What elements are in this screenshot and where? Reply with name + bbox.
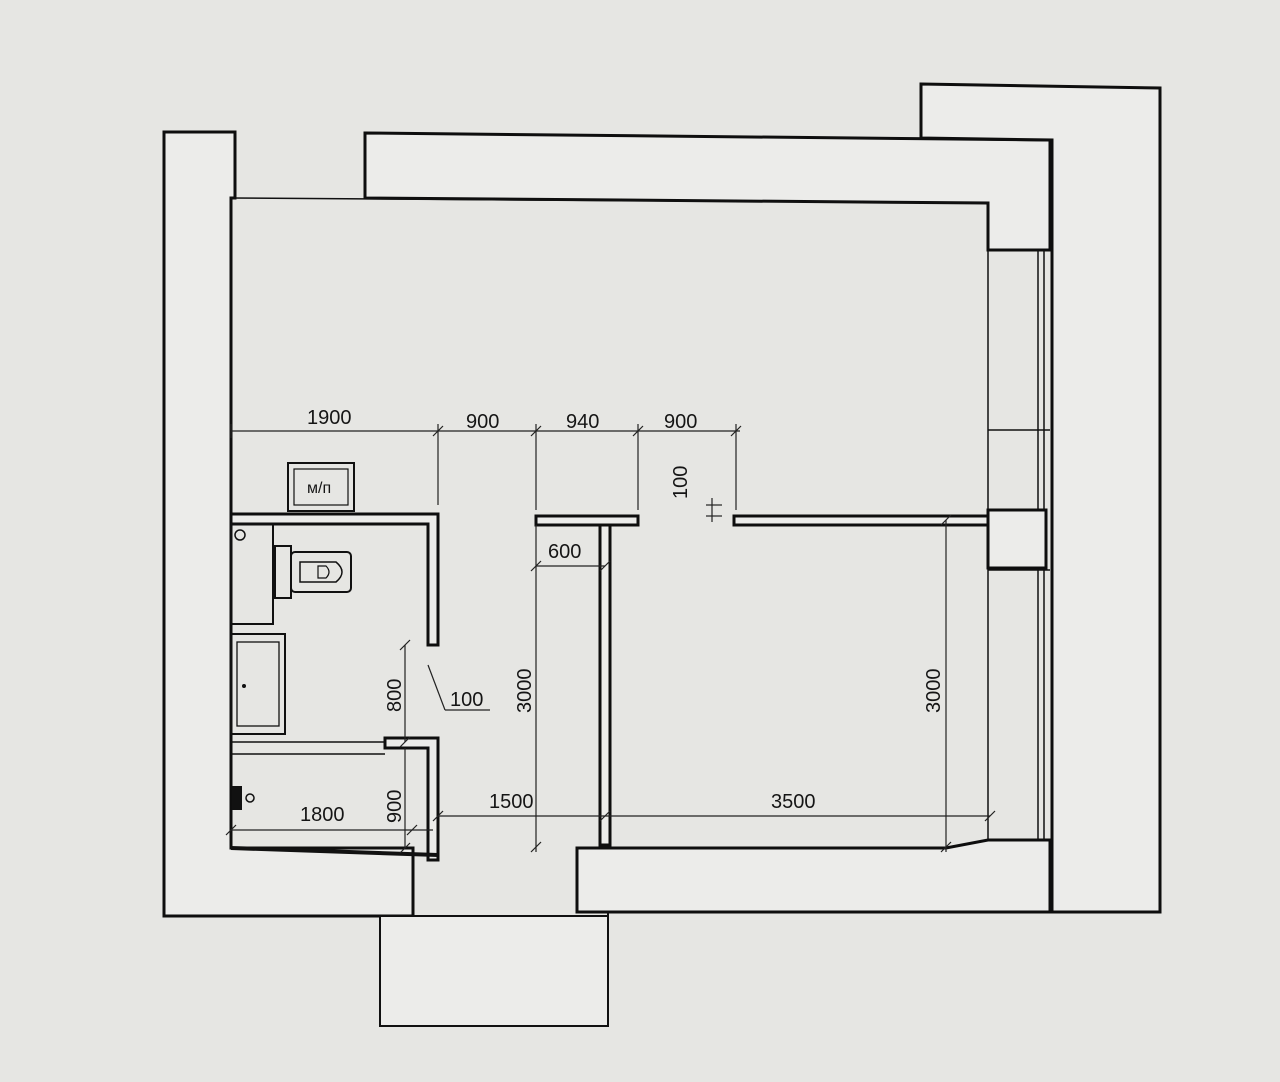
partition-vertical [598, 523, 612, 847]
top-wall [363, 131, 1052, 252]
balcony-wall [919, 82, 1162, 914]
entrance-block [379, 915, 609, 1027]
dim-3500: 3500 [771, 791, 816, 813]
washer-label: м/п [307, 480, 331, 497]
dimension-lines [225, 424, 996, 854]
dim-900-a: 900 [466, 411, 499, 433]
riser [230, 523, 274, 625]
dim-900-side: 900 [384, 790, 406, 823]
dim-3000-left: 3000 [514, 669, 536, 714]
washer-box [287, 462, 355, 512]
toilet-icon [274, 545, 352, 599]
dim-940: 940 [566, 411, 599, 433]
bathroom-right-partition [383, 736, 440, 862]
faucet-icon [232, 786, 255, 810]
bathroom-top-partition [229, 512, 440, 647]
bathroom-bottom-partition [230, 846, 439, 857]
partition-left [534, 514, 640, 527]
riser-icon [234, 529, 246, 541]
dim-1800: 1800 [300, 804, 345, 826]
dim-800: 800 [384, 679, 406, 712]
dim-1500: 1500 [489, 791, 534, 813]
partition-right [732, 514, 990, 527]
living-top-face [230, 197, 989, 204]
dim-100-top: 100 [670, 466, 692, 499]
dim-900-b: 900 [664, 411, 697, 433]
dim-100-side: 100 [450, 689, 483, 711]
bottom-wall [575, 838, 1052, 914]
dim-3000-right: 3000 [923, 669, 945, 714]
dim-1900: 1900 [307, 407, 352, 429]
column [986, 508, 1048, 570]
bathtub-icon [230, 633, 286, 735]
dim-600: 600 [548, 541, 581, 563]
